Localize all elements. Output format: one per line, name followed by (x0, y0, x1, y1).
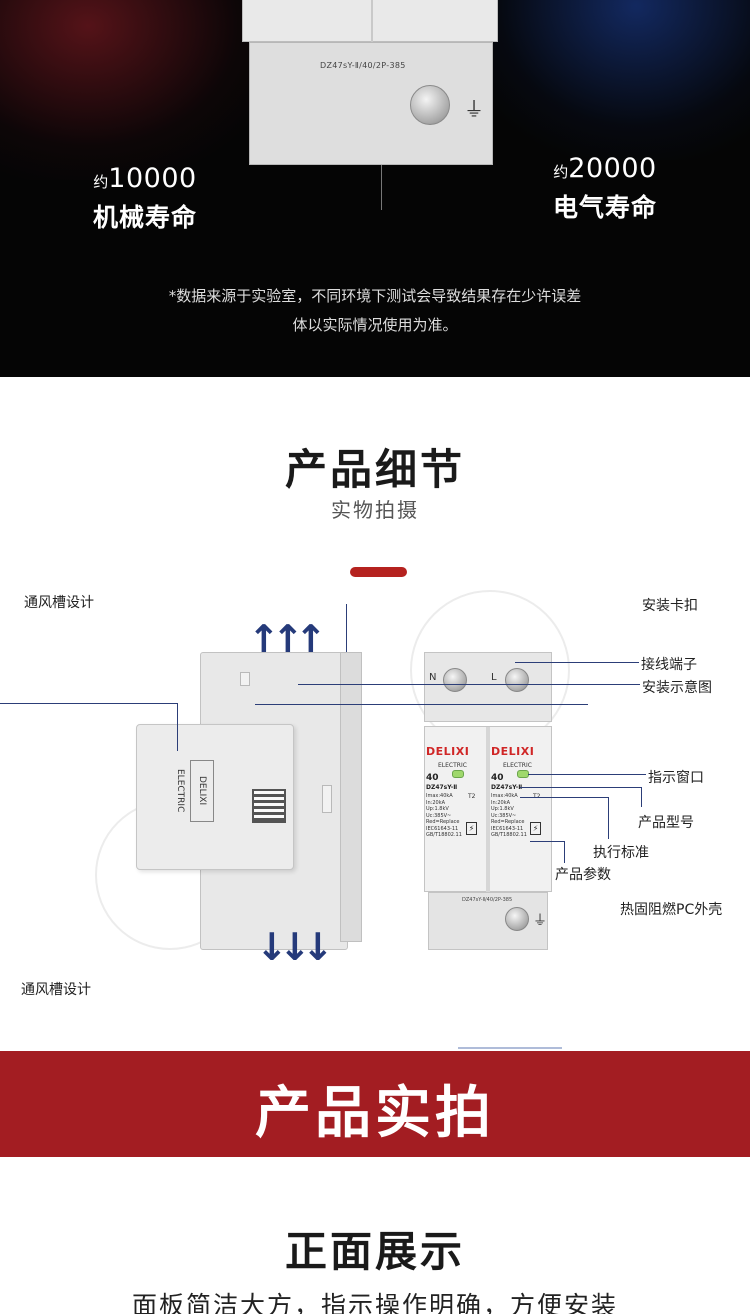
callout-line (528, 774, 646, 775)
callout-line (564, 841, 565, 863)
t2-class-left: T2 (468, 793, 476, 800)
terminal-screw-icon (410, 85, 450, 125)
arrow-down-icon: ↓ (302, 925, 334, 969)
title-accent-bar (350, 567, 407, 577)
side-brand-logo: DELIXI ELECTRIC (175, 760, 214, 822)
rating-right: 40 (491, 773, 504, 783)
din-rail-clip (340, 652, 362, 942)
spec-list-right: Imax:40kA In:20kA Up:1.8kV Uc:385V~ Red=… (491, 793, 527, 838)
section-subtitle-detail: 实物拍摄 (331, 498, 419, 522)
banner-accent-line (458, 1047, 562, 1049)
mechanical-life-label: 机械寿命 (92, 203, 197, 232)
red-banner (0, 1051, 750, 1157)
callout-line (177, 703, 178, 751)
side-vent-slot (240, 672, 250, 686)
label-product-model: 产品型号 (638, 815, 694, 831)
approx-prefix: 约 (553, 163, 569, 181)
device-top-image (242, 0, 498, 42)
electrical-life-label: 电气寿命 (552, 193, 657, 222)
brand-electric-left: ELECTRIC (438, 762, 467, 769)
lightning-icon: ⚡ (466, 822, 477, 835)
arrow-up-icon: ↑ (248, 617, 280, 661)
device-base-image: DZ47sY-Ⅱ/40/2P-385 ⏚ (249, 42, 493, 165)
terminal-n-label: N (429, 672, 437, 683)
t2-class-right: T2 (533, 793, 540, 800)
callout-line (520, 797, 609, 798)
section-title-front: 正面展示 (284, 1227, 465, 1276)
brand-logo-left: DELIXI (426, 745, 470, 758)
label-install-diagram: 安装示意图 (642, 680, 712, 696)
callout-line (530, 841, 565, 842)
side-vent-slot (322, 785, 332, 813)
callout-line (346, 604, 347, 652)
qr-code (252, 789, 286, 823)
ground-icon: ⏚ (533, 913, 547, 929)
label-params: 产品参数 (555, 867, 611, 883)
section-subtitle-front: 面板简洁大方，指示操作明确，方便安装 (131, 1291, 618, 1314)
arrow-down-icon: ↓ (279, 925, 311, 969)
arrow-up-icon: ↑ (272, 617, 304, 661)
callout-line (608, 797, 609, 839)
terminal-l-label: L (491, 672, 497, 683)
callout-line (515, 662, 639, 663)
mechanical-life-number: 10000 (108, 163, 197, 194)
label-install-clip: 安装卡扣 (642, 598, 698, 614)
callout-line (641, 787, 642, 807)
section-title-detail: 产品细节 (284, 445, 465, 494)
label-indicator-window: 指示窗口 (648, 770, 704, 786)
spec-list-left: Imax:40kA In:20kA Up:1.8kV Uc:385V~ Red=… (426, 793, 462, 838)
brand-electric-right: ELECTRIC (503, 762, 532, 769)
model-right: DZ47sY-Ⅱ (491, 784, 523, 791)
ground-icon: ⏚ (464, 97, 484, 121)
bottom-model-label: DZ47sY-Ⅱ/40/2P-385 (462, 897, 513, 903)
label-pc-shell: 热固阻燃PC外壳 (620, 902, 723, 918)
arrow-up-icon: ↑ (295, 617, 327, 661)
brand-logo-right: DELIXI (491, 745, 535, 758)
electrical-life-number: 20000 (568, 153, 657, 184)
terminal-screw-bottom-icon (505, 907, 529, 931)
callout-line (255, 704, 588, 705)
device-model-label: DZ47sY-Ⅱ/40/2P-385 (320, 61, 406, 70)
label-standard: 执行标准 (593, 845, 649, 861)
terminal-screw-l-icon (505, 668, 529, 692)
terminal-screw-n-icon (443, 668, 467, 692)
label-vent-bottom: 通风槽设计 (21, 982, 91, 998)
hero-section: DZ47sY-Ⅱ/40/2P-385 ⏚ 约10000 机械寿命 约20000 … (0, 0, 750, 377)
callout-line (520, 787, 642, 788)
front-view-panel (424, 726, 552, 893)
mechanical-life-stat: 约10000 机械寿命 (75, 163, 215, 234)
lightning-icon: ⚡ (530, 822, 541, 835)
lab-data-note: *数据来源于实验室，不同环境下测试会导致结果存在少许误差 体以实际情况使用为准。 (60, 282, 690, 340)
note-line-2: 体以实际情况使用为准。 (292, 316, 458, 334)
arrow-down-icon: ↓ (256, 925, 288, 969)
rating-left: 40 (426, 773, 439, 783)
callout-line (298, 684, 640, 685)
red-lightning-glow (0, 0, 280, 180)
model-left: DZ47sY-Ⅱ (426, 784, 458, 791)
indicator-window-left (452, 770, 464, 778)
label-vent-top: 通风槽设计 (24, 595, 94, 611)
blue-lightning-glow (460, 0, 750, 160)
label-terminal: 接线端子 (641, 657, 697, 673)
hero-divider (381, 165, 382, 210)
callout-line (0, 703, 178, 704)
note-line-1: *数据来源于实验室，不同环境下测试会导致结果存在少许误差 (168, 287, 582, 305)
electrical-life-stat: 约20000 电气寿命 (530, 153, 680, 224)
approx-prefix: 约 (93, 173, 109, 191)
banner-title: 产品实拍 (255, 1081, 495, 1146)
